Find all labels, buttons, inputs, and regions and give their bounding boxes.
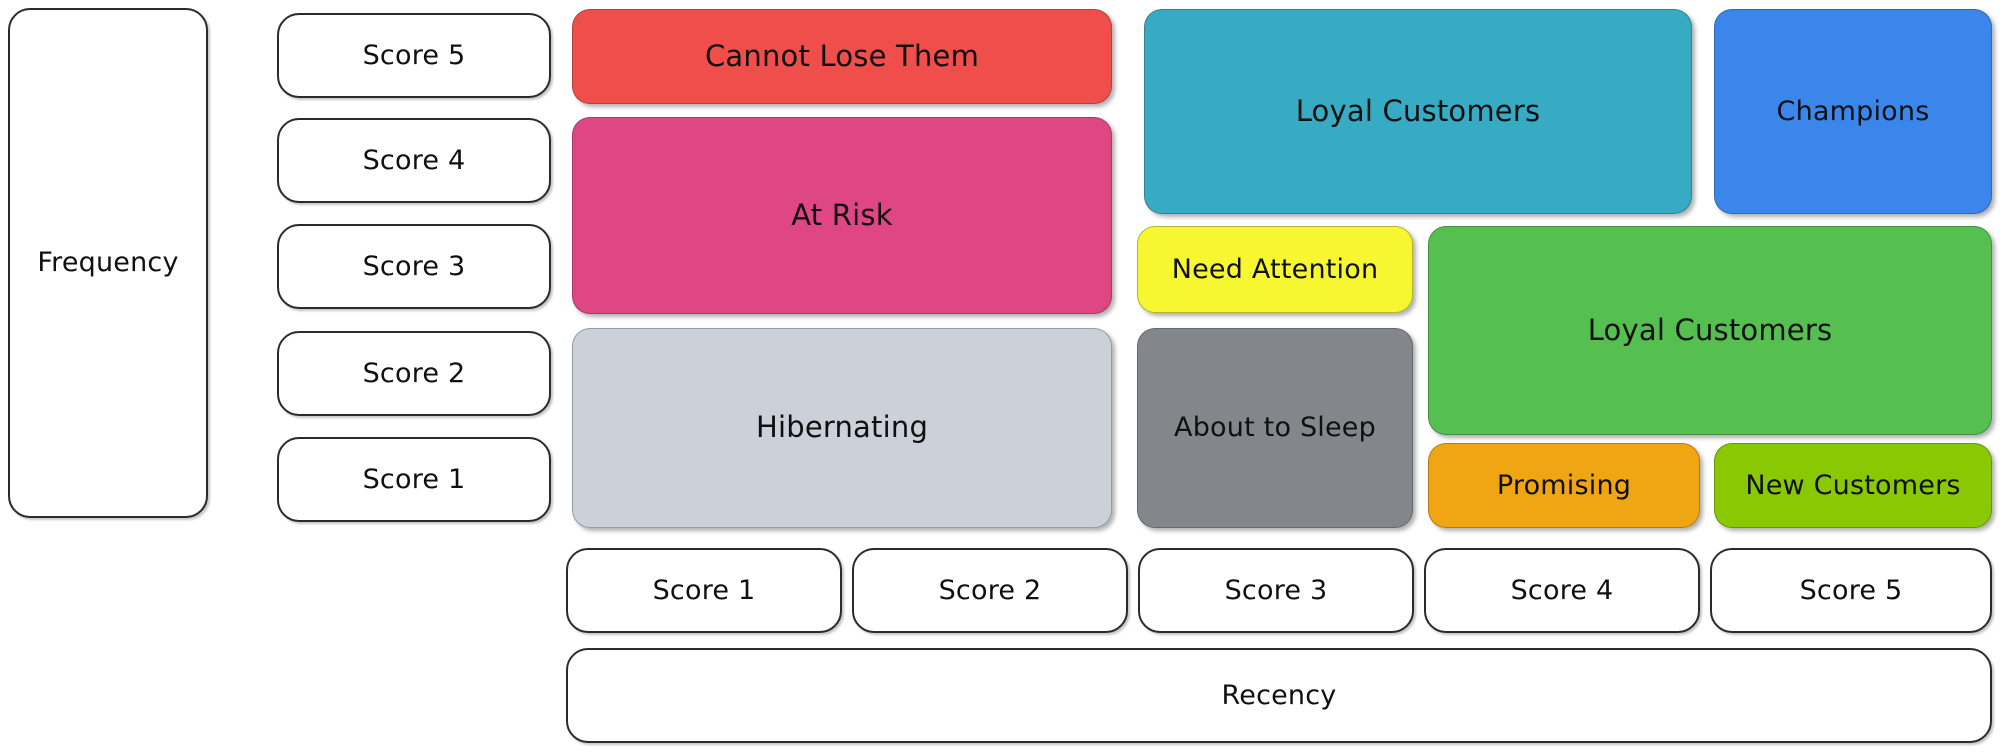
recency-score-2: Score 2: [852, 548, 1128, 633]
recency-score-4-label: Score 4: [1510, 574, 1614, 606]
recency-score-1-label: Score 1: [652, 574, 756, 606]
axis-label-recency-text: Recency: [1221, 679, 1337, 711]
frequency-score-2-label: Score 2: [362, 357, 466, 389]
segment-promising[interactable]: Promising: [1428, 443, 1700, 528]
frequency-score-3: Score 3: [277, 224, 551, 309]
recency-score-1: Score 1: [566, 548, 842, 633]
recency-score-3-label: Score 3: [1224, 574, 1328, 606]
segment-about-to-sleep[interactable]: About to Sleep: [1137, 328, 1413, 528]
segment-champions[interactable]: Champions: [1714, 9, 1992, 214]
recency-score-5: Score 5: [1710, 548, 1992, 633]
axis-label-recency: Recency: [566, 648, 1992, 743]
frequency-score-2: Score 2: [277, 331, 551, 416]
segment-hibernating[interactable]: Hibernating: [572, 328, 1112, 528]
segment-loyal-customers-teal-label: Loyal Customers: [1295, 93, 1541, 128]
frequency-score-4: Score 4: [277, 118, 551, 203]
segment-champions-label: Champions: [1776, 95, 1930, 127]
recency-score-2-label: Score 2: [938, 574, 1042, 606]
frequency-score-4-label: Score 4: [362, 144, 466, 176]
segment-new-customers[interactable]: New Customers: [1714, 443, 1992, 528]
segment-need-attention[interactable]: Need Attention: [1137, 226, 1413, 313]
axis-label-frequency: Frequency: [8, 8, 208, 518]
segment-loyal-customers-green[interactable]: Loyal Customers: [1428, 226, 1992, 435]
recency-score-3: Score 3: [1138, 548, 1414, 633]
frequency-score-5: Score 5: [277, 13, 551, 98]
segment-loyal-customers-teal[interactable]: Loyal Customers: [1144, 9, 1692, 214]
axis-label-frequency-text: Frequency: [37, 247, 179, 279]
frequency-score-3-label: Score 3: [362, 250, 466, 282]
recency-score-5-label: Score 5: [1799, 574, 1903, 606]
segment-at-risk[interactable]: At Risk: [572, 117, 1112, 314]
segment-at-risk-label: At Risk: [791, 197, 893, 232]
recency-score-4: Score 4: [1424, 548, 1700, 633]
frequency-score-1: Score 1: [277, 437, 551, 522]
segment-loyal-customers-green-label: Loyal Customers: [1587, 312, 1833, 347]
frequency-score-5-label: Score 5: [362, 39, 466, 71]
segment-hibernating-label: Hibernating: [755, 410, 929, 445]
segment-need-attention-label: Need Attention: [1171, 253, 1379, 285]
segment-cannot-lose-them-label: Cannot Lose Them: [704, 38, 980, 73]
segment-about-to-sleep-label: About to Sleep: [1174, 412, 1376, 444]
segment-cannot-lose-them[interactable]: Cannot Lose Them: [572, 9, 1112, 104]
segment-promising-label: Promising: [1496, 469, 1632, 501]
frequency-score-1-label: Score 1: [362, 463, 466, 495]
segment-new-customers-label: New Customers: [1745, 469, 1961, 501]
